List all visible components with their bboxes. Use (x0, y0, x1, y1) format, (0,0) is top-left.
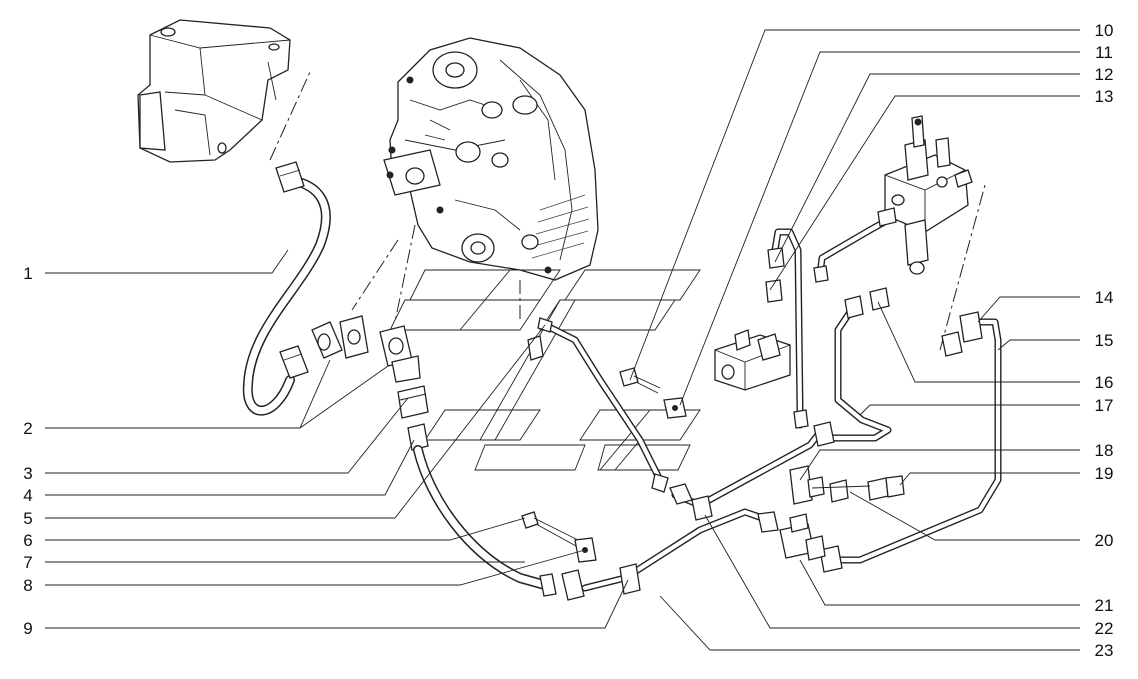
callout-1: 1 (23, 264, 32, 283)
callout-5: 5 (23, 509, 32, 528)
callout-15: 15 (1095, 331, 1114, 350)
callout-3: 3 (23, 464, 32, 483)
engine-block (383, 37, 599, 281)
callouts-left: 1 2 3 4 5 6 7 8 9 (23, 264, 32, 638)
callout-14: 14 (1095, 288, 1114, 307)
assembly-lines (269, 71, 986, 351)
callout-19: 19 (1095, 464, 1114, 483)
return-tube-15 (819, 311, 1002, 573)
return-tube-17 (813, 287, 892, 447)
callout-7: 7 (23, 553, 32, 572)
mounting-plates (389, 269, 701, 471)
callout-13: 13 (1095, 87, 1114, 106)
callout-21: 21 (1095, 596, 1114, 615)
callout-20: 20 (1095, 531, 1114, 550)
tube-lines-center (527, 317, 824, 521)
callout-16: 16 (1095, 373, 1114, 392)
callout-9: 9 (23, 619, 32, 638)
pressure-hose (413, 445, 585, 601)
hydraulic-tank (137, 19, 291, 163)
suction-hose (242, 161, 331, 416)
vertical-tube (765, 228, 809, 429)
callout-12: 12 (1095, 65, 1114, 84)
callout-10: 10 (1095, 21, 1114, 40)
callout-4: 4 (23, 486, 32, 505)
callout-8: 8 (23, 576, 32, 595)
check-valve (714, 329, 791, 391)
callout-6: 6 (23, 531, 32, 550)
callout-22: 22 (1095, 619, 1114, 638)
leader-lines-right (629, 29, 1080, 651)
leader-lines-left (45, 249, 629, 629)
callout-23: 23 (1095, 641, 1114, 660)
callout-17: 17 (1095, 396, 1114, 415)
tee-fittings (779, 465, 905, 561)
control-valve-block (813, 115, 973, 283)
bolt-and-plate (521, 367, 687, 563)
callout-2: 2 (23, 419, 32, 438)
callouts-right: 10 11 12 13 14 15 16 17 18 19 20 21 22 2… (1095, 21, 1114, 660)
tube-lines-lower (581, 508, 779, 595)
callout-18: 18 (1095, 441, 1114, 460)
flange-fittings (311, 315, 429, 451)
callout-11: 11 (1095, 43, 1113, 62)
